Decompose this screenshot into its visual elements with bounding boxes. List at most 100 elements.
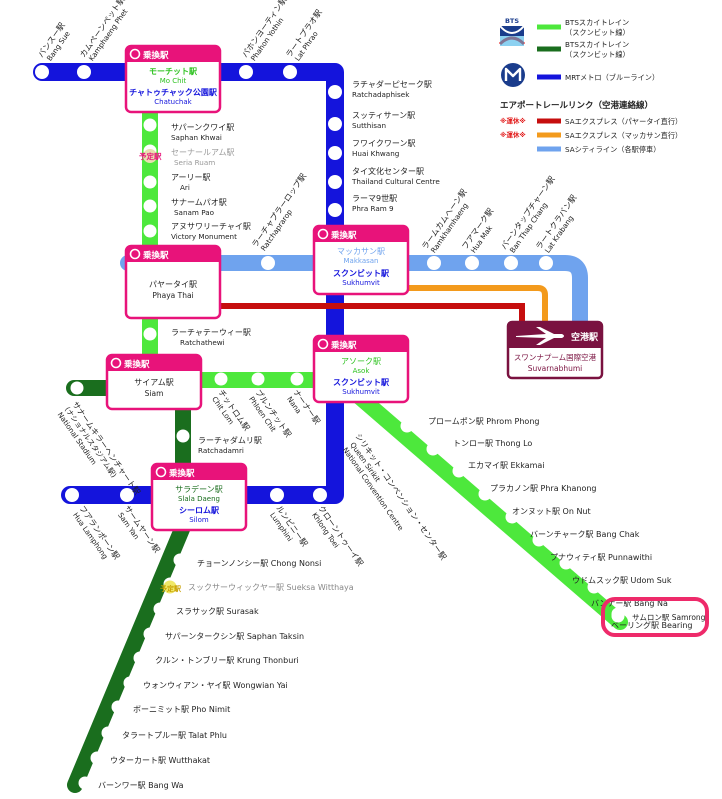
- svg-text:Sanam Pao: Sanam Pao: [174, 208, 214, 217]
- svg-text:Silom: Silom: [189, 516, 209, 524]
- sa-express-phayathai-line: [198, 303, 525, 322]
- svg-text:BTS: BTS: [505, 17, 519, 25]
- svg-text:※運休※: ※運休※: [500, 116, 526, 125]
- svg-text:Victory Monument: Victory Monument: [171, 232, 237, 241]
- svg-text:Asok: Asok: [353, 367, 371, 375]
- planned-station-dot-silom: [163, 580, 177, 594]
- label-krungthonburi: クルン・トンブリー駅 Krung Thonburi: [155, 655, 299, 665]
- sa-express-makkasan-line: [390, 285, 548, 322]
- svg-text:(ナショナルスタジアム駅): (ナショナルスタジアム駅): [63, 405, 119, 479]
- label-surasak: スラサック駅 Surasak: [176, 607, 259, 616]
- airport-suvarnabhumi[interactable]: 空港駅 スワンナプーム国際空港 Suvarnabhumi: [506, 320, 604, 380]
- planned-station-dot: [143, 149, 157, 163]
- label-huaikhwang: フワイクワーン駅: [352, 139, 415, 148]
- station-samrong[interactable]: サムロン駅 Samrong: [601, 597, 709, 637]
- svg-text:スワンナプーム国際空港: スワンナプーム国際空港: [514, 352, 597, 362]
- svg-text:パヤータイ駅: パヤータイ駅: [149, 280, 197, 289]
- svg-text:MRTメトロ（ブルーライン）: MRTメトロ（ブルーライン）: [565, 73, 659, 82]
- legend: BTS BTSスカイトレイン （スクンビット線） BTSスカイトレイン （スクン…: [498, 17, 682, 154]
- transfer-icon: [110, 357, 122, 369]
- svg-text:乗換駅: 乗換駅: [142, 50, 169, 61]
- transfer-icon: [317, 228, 329, 240]
- label-phromphong: プロームポン駅 Phrom Phong: [428, 417, 539, 426]
- svg-text:SAシティライン（各駅停車）: SAシティライン（各駅停車）: [565, 145, 660, 154]
- label-sutthisan: スッティサーン駅: [352, 111, 415, 120]
- label-thonglo: トンロー駅 Thong Lo: [453, 439, 532, 448]
- interchange-makkasan[interactable]: 乗換駅 マッカサン駅 Makkasan スクンビット駅 Sukhumvit: [312, 224, 410, 296]
- interchange-siam[interactable]: 乗換駅 サイアム駅 Siam: [105, 353, 203, 411]
- svg-text:Sukhumvit: Sukhumvit: [342, 388, 380, 396]
- station-dots: [35, 65, 625, 790]
- label-suekswitthaya: スックサーウィックヤー駅 Sueksa Witthaya: [188, 583, 354, 592]
- interchange-asok[interactable]: 乗換駅 アソーク駅 Asok スクンビット駅 Sukhumvit: [312, 334, 410, 404]
- svg-text:Sutthisan: Sutthisan: [352, 121, 386, 130]
- svg-text:チャトゥチャック公園駅: チャトゥチャック公園駅: [129, 87, 218, 97]
- svg-text:SAエクスプレス（パヤータイ直行）: SAエクスプレス（パヤータイ直行）: [565, 117, 682, 126]
- label-wongwianyai: ウォンウィアン・ヤイ駅 Wongwian Yai: [143, 681, 288, 690]
- transfer-icon: [129, 48, 141, 60]
- label-victory: アヌサワリーチャイ駅: [171, 222, 251, 231]
- label-seriaruam: セーナールアム駅: [171, 148, 234, 157]
- svg-text:Slala Daeng: Slala Daeng: [178, 495, 220, 503]
- label-wutthakat: ウターカート駅 Wutthakat: [110, 756, 210, 765]
- interchange-saladaeng[interactable]: 乗換駅 サラデーン駅 Slala Daeng シーロム駅 Silom: [150, 462, 248, 532]
- svg-text:サイアム駅: サイアム駅: [134, 378, 173, 387]
- label-khlongtoei: クローントゥーイ駅: [316, 504, 364, 568]
- bts-logo: BTS: [498, 17, 526, 46]
- svg-text:Ratchadamri: Ratchadamri: [198, 446, 244, 455]
- label-ratchadaphisek: ラチャダーピセーク駅: [352, 79, 432, 89]
- svg-text:モーチット駅: モーチット駅: [149, 67, 198, 76]
- svg-text:Thailand Cultural Centre: Thailand Cultural Centre: [351, 177, 440, 186]
- label-phraram9: ラーマ9世駅: [352, 193, 397, 203]
- label-ratchathewi: ラーチャテーウィー駅: [171, 328, 251, 337]
- svg-text:Saphan Khwai: Saphan Khwai: [171, 133, 222, 142]
- svg-text:サムロン駅 Samrong: サムロン駅 Samrong: [632, 613, 706, 622]
- svg-text:乗換駅: 乗換駅: [330, 230, 357, 241]
- svg-text:Suvarnabhumi: Suvarnabhumi: [528, 364, 583, 373]
- svg-text:スクンビット駅: スクンビット駅: [333, 268, 390, 278]
- label-saphankhwai: サパーンクワイ駅: [171, 123, 234, 132]
- label-ratchaprarop: ラーチャプラーロップ駅: [250, 172, 308, 249]
- svg-text:Phaya Thai: Phaya Thai: [152, 291, 193, 300]
- svg-text:Phra Ram 9: Phra Ram 9: [352, 204, 394, 213]
- svg-text:乗換駅: 乗換駅: [142, 250, 169, 261]
- svg-text:エアポートレールリンク（空港連絡線）: エアポートレールリンク（空港連絡線）: [500, 100, 653, 111]
- transfer-icon: [155, 466, 167, 478]
- svg-text:乗換駅: 乗換駅: [330, 340, 357, 351]
- svg-text:シーロム駅: シーロム駅: [179, 506, 220, 515]
- svg-text:空港駅: 空港駅: [571, 331, 599, 343]
- svg-text:マッカサン駅: マッカサン駅: [337, 247, 385, 256]
- label-ratchadamri: ラーチャダムリ駅: [198, 435, 262, 445]
- svg-text:SAエクスプレス（マッカサン直行）: SAエクスプレス（マッカサン直行）: [565, 131, 682, 140]
- svg-text:Siam: Siam: [145, 389, 164, 398]
- svg-text:Ratchadaphisek: Ratchadaphisek: [352, 90, 410, 99]
- label-talatphlu: タラートプルー駅 Talat Phlu: [122, 731, 227, 740]
- svg-text:乗換駅: 乗換駅: [123, 359, 150, 370]
- svg-text:アソーク駅: アソーク駅: [341, 357, 381, 366]
- svg-text:（スクンビット線）: （スクンビット線）: [565, 50, 630, 59]
- svg-text:Huai Khwang: Huai Khwang: [352, 149, 399, 158]
- label-chongnonsi: チョーンノンシー駅 Chong Nonsi: [197, 559, 321, 568]
- transfer-icon: [129, 248, 141, 260]
- svg-text:Ari: Ari: [180, 183, 190, 192]
- interchange-mochit[interactable]: 乗換駅 モーチット駅 Mo Chit チャトゥチャック公園駅 Chatuchak: [124, 44, 222, 114]
- label-bearing: ベーリング駅 Bearing: [611, 620, 693, 630]
- label-punnawithi: プナウィティ駅 Punnawithi: [550, 553, 652, 562]
- label-phonimit: ボーニミット駅 Pho Nimit: [133, 705, 230, 714]
- interchange-phayathai[interactable]: 乗換駅 パヤータイ駅 Phaya Thai: [124, 244, 222, 320]
- mrt-logo: [501, 63, 525, 87]
- svg-text:Ratchathewi: Ratchathewi: [180, 338, 225, 347]
- sa-city-line: [120, 255, 588, 330]
- svg-text:乗換駅: 乗換駅: [168, 468, 195, 479]
- svg-text:Mo Chit: Mo Chit: [160, 77, 187, 85]
- svg-text:Seria Ruam: Seria Ruam: [174, 158, 215, 167]
- svg-text:Chatuchak: Chatuchak: [154, 98, 192, 106]
- svg-text:Makkasan: Makkasan: [344, 257, 379, 265]
- svg-text:※運休※: ※運休※: [500, 130, 526, 139]
- label-thailandcc: タイ文化センター駅: [352, 166, 424, 176]
- label-udomsuk: ウドムスック駅 Udom Suk: [572, 576, 672, 585]
- label-sanampao: サナームパオ駅: [171, 198, 227, 207]
- label-onnut: オンヌット駅 On Nut: [512, 507, 591, 516]
- label-ari: アーリー駅: [171, 173, 211, 182]
